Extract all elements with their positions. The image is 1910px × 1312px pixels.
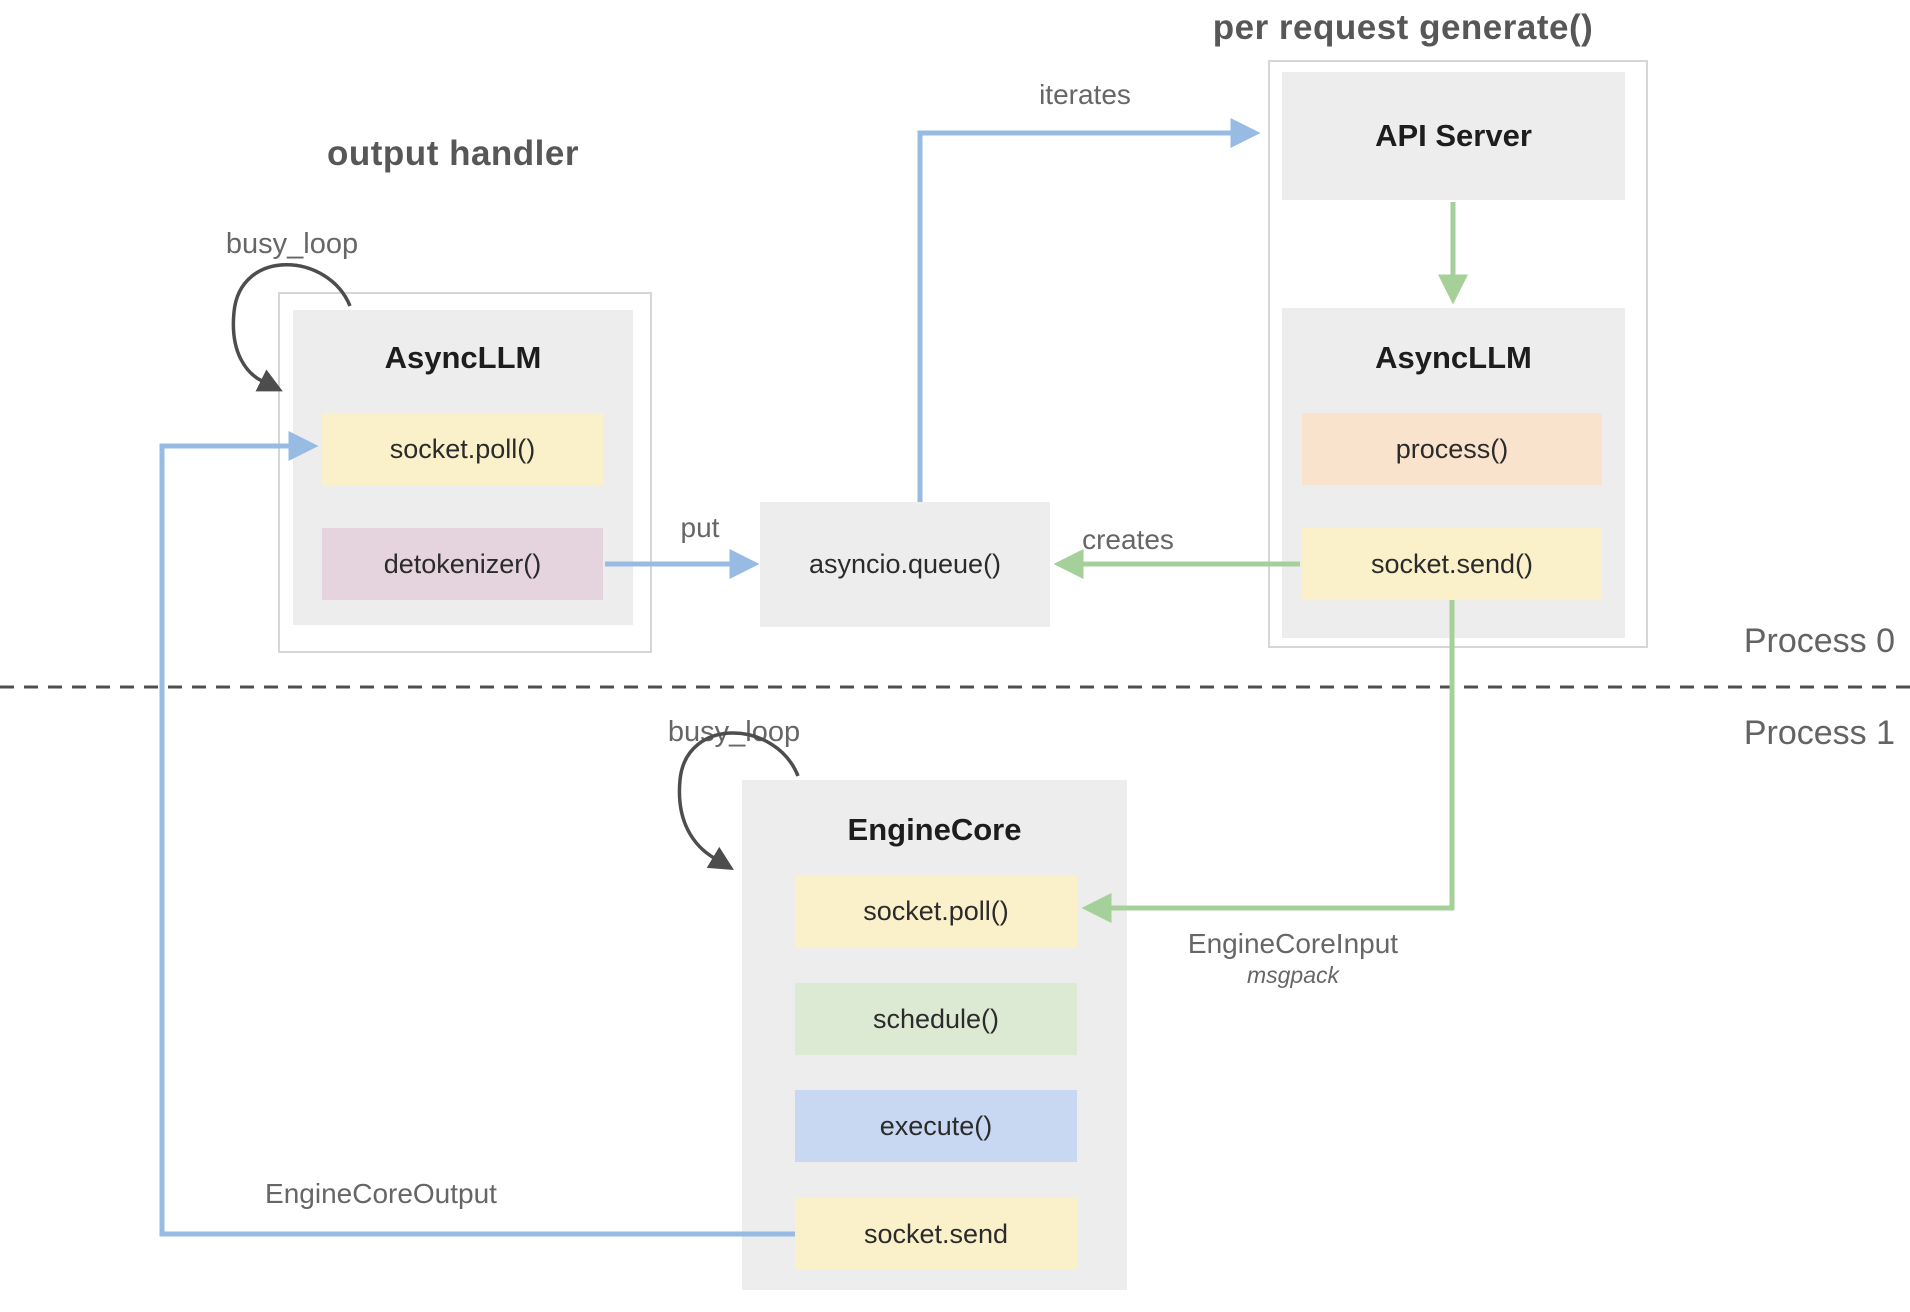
enginecore-schedule: schedule() xyxy=(795,983,1077,1055)
process-1-label: Process 1 xyxy=(1743,714,1895,752)
enginecore-execute: execute() xyxy=(795,1090,1077,1162)
busy-loop-label-asyncllm: busy_loop xyxy=(225,228,359,260)
msgpack-label: msgpack xyxy=(1246,962,1340,988)
enginecore-socket-poll: socket.poll() xyxy=(795,875,1077,948)
asyncllm-right-process: process() xyxy=(1302,413,1602,485)
asyncllm-left-socket-poll: socket.poll() xyxy=(322,413,603,485)
iterates-label: iterates xyxy=(1039,79,1131,110)
asyncllm-right-title: AsyncLLM xyxy=(1375,340,1532,375)
asyncio-queue-block: asyncio.queue() xyxy=(760,502,1050,627)
asyncllm-left-title: AsyncLLM xyxy=(384,340,542,375)
asyncllm-left-detokenizer: detokenizer() xyxy=(322,528,603,600)
creates-label: creates xyxy=(1082,524,1174,555)
api-server-title: API Server xyxy=(1375,118,1532,153)
iterates-arrow xyxy=(917,118,1261,502)
api-server-block: API Server xyxy=(1282,72,1625,200)
enginecore-output-label: EngineCoreOutput xyxy=(265,1178,497,1209)
enginecore-socket-send: socket.send xyxy=(795,1198,1077,1270)
enginecore-title: EngineCore xyxy=(847,812,1022,847)
put-label: put xyxy=(680,512,720,543)
enginecore-input-label: EngineCoreInput xyxy=(1187,928,1399,959)
asyncllm-right-socket-send: socket.send() xyxy=(1302,528,1602,600)
process-0-label: Process 0 xyxy=(1743,622,1895,660)
section-title-per-request-generate: per request generate() xyxy=(1212,8,1594,47)
busy-loop-label-enginecore: busy_loop xyxy=(667,716,801,748)
section-title-output-handler: output handler xyxy=(327,134,579,173)
